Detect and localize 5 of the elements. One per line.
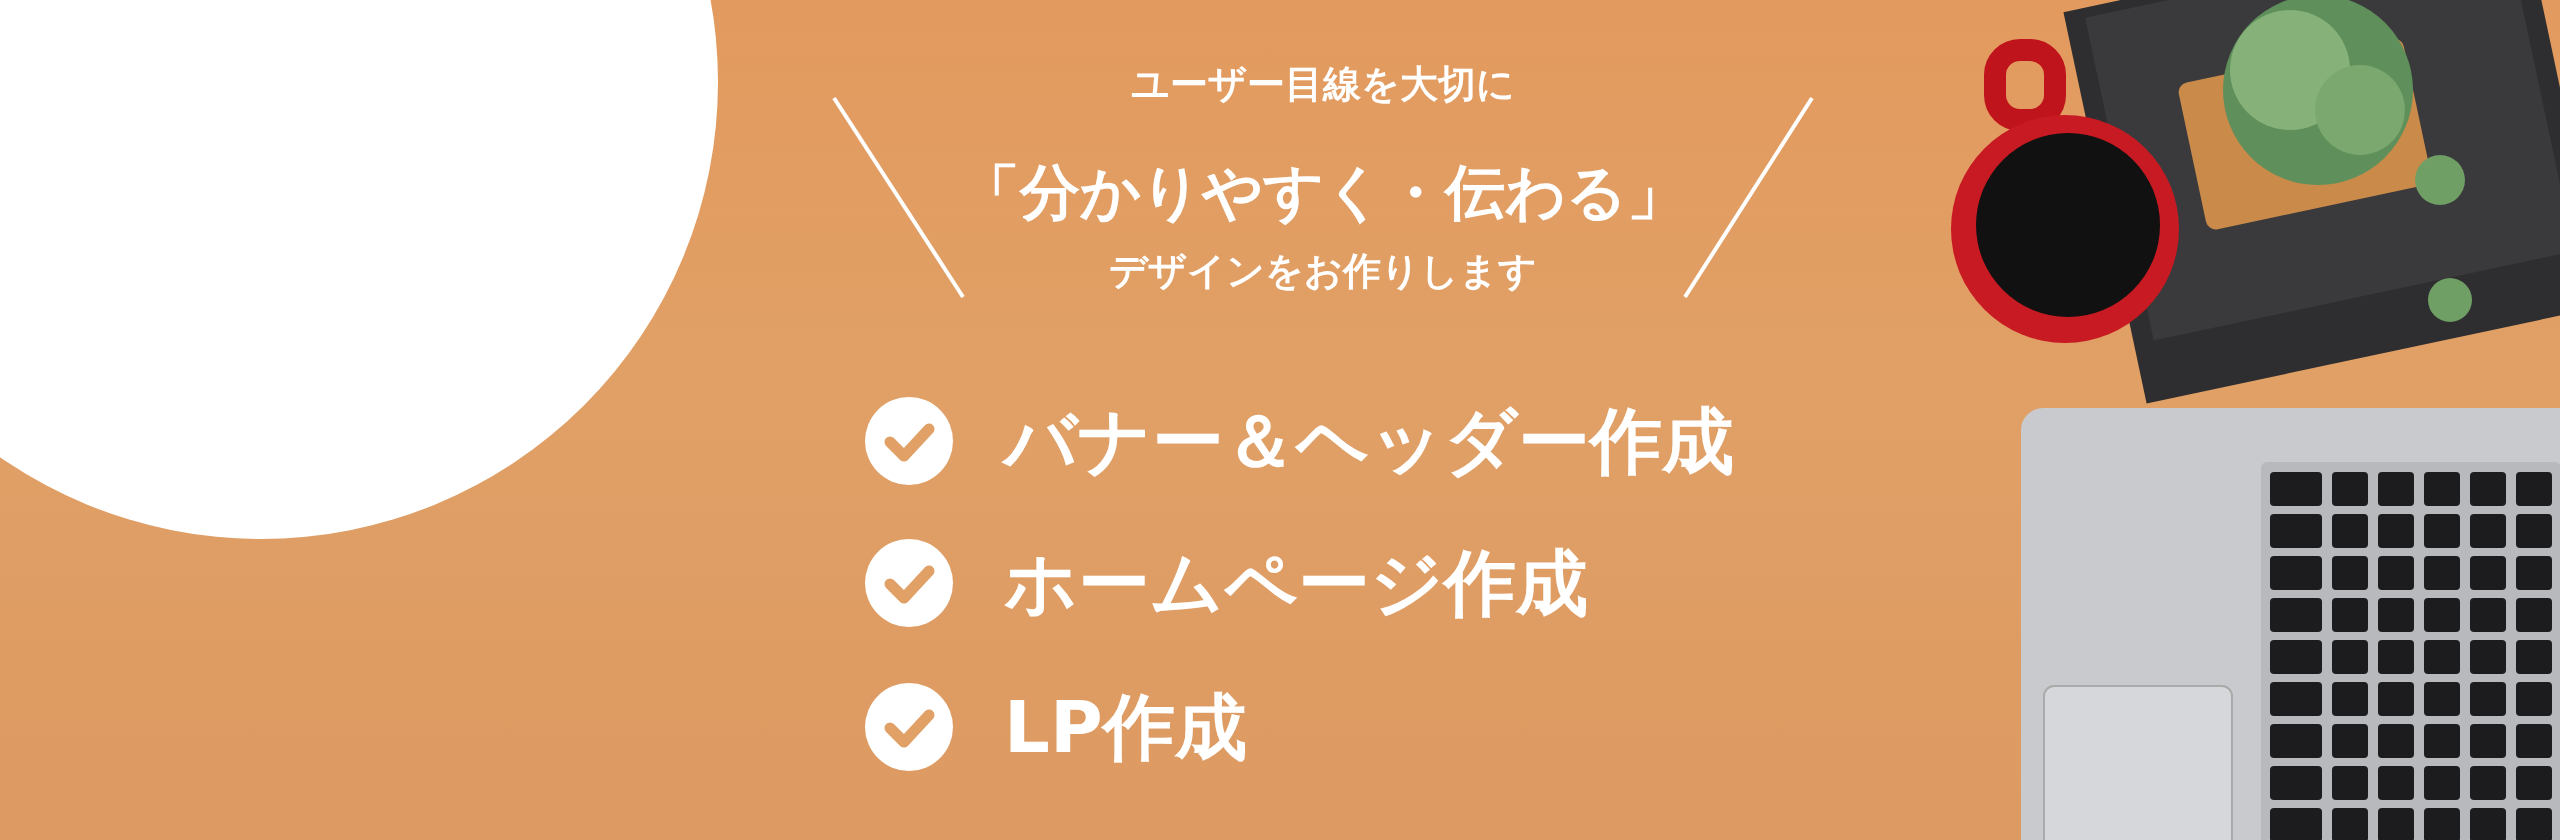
service-item: ホームページ作成 <box>1004 540 1588 627</box>
service-item: LP作成 <box>1004 684 1247 771</box>
headline: 「分かりやすく・伝わる」 <box>959 156 1687 228</box>
tagline: ユーザー目線を大切に <box>1131 62 1515 108</box>
tagline: デザインをお作りします <box>1109 249 1537 295</box>
